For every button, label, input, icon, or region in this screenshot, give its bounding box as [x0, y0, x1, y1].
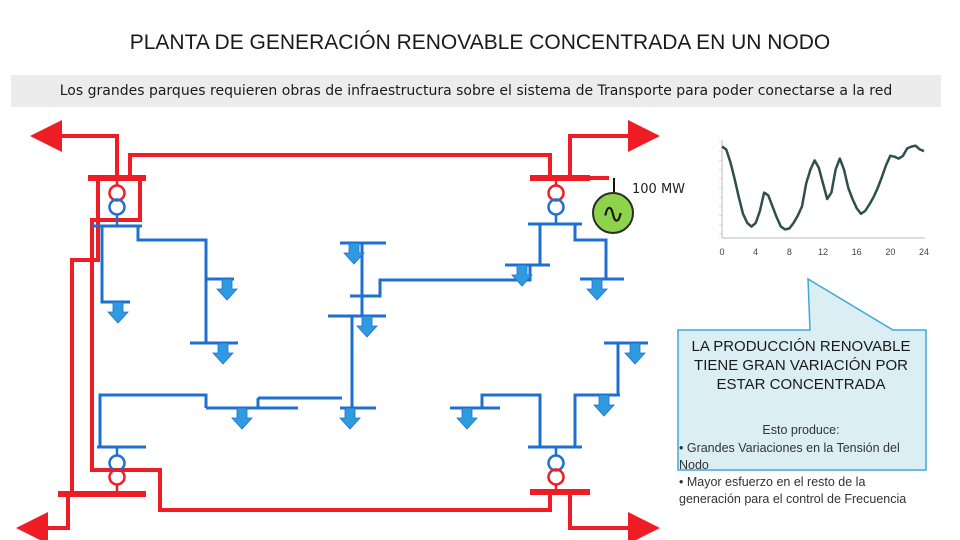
banner-text: Los grandes parques requieren obras de i…: [59, 83, 893, 99]
transformer-top-right: [547, 178, 565, 224]
load-arrow: [624, 342, 646, 365]
callout-bubble: [677, 277, 927, 471]
transformer-bottom-right: [547, 447, 565, 492]
chart-x-tick-label: 8: [787, 247, 792, 257]
generator: ∿: [592, 178, 634, 234]
transmission-network: [16, 120, 660, 540]
line-top-to-bottom-right: [90, 178, 552, 512]
chart-x-ticks: 0 4 8 12 16 20 24: [719, 247, 929, 257]
chart-series: [721, 144, 925, 231]
callout-bullet: • Grandes Variaciones en la Tensión del …: [679, 441, 900, 472]
load-arrow: [216, 278, 238, 301]
production-chart: 0 4 8 12 16 20 24: [719, 140, 929, 257]
chart-x-tick-label: 4: [753, 247, 758, 257]
transformer-bottom-left: [108, 447, 126, 494]
transformers: [108, 178, 565, 494]
callout-bullets: • Grandes Variaciones en la Tensión del …: [679, 440, 924, 508]
generator-capacity-label: 100 MW: [632, 182, 686, 197]
load-arrow: [511, 264, 533, 287]
load-arrow: [212, 342, 234, 365]
load-arrow: [231, 407, 253, 430]
chart-x-tick-label: 16: [852, 247, 862, 257]
generator-circle: [592, 192, 634, 234]
chart-x-tick-label: 24: [919, 247, 929, 257]
callout-bullet: • Mayor esfuerzo en el resto de la gener…: [679, 475, 907, 506]
load-arrow: [107, 301, 129, 324]
callout-subtitle: Esto produce:: [762, 423, 840, 437]
line-top-left-arrow: [30, 120, 119, 178]
transformer-top-left: [108, 178, 126, 226]
chart-series-line: [721, 144, 925, 231]
chart-x-tick-label: 20: [885, 247, 895, 257]
load-arrow: [339, 407, 361, 430]
load-arrows: [107, 242, 646, 430]
distribution-network: [92, 222, 648, 449]
line-top-to-top-right: [128, 153, 552, 178]
page-title: PLANTA DE GENERACIÓN RENOVABLE CONCENTRA…: [129, 31, 831, 54]
chart-x-tick-label: 12: [818, 247, 828, 257]
line-top-right-arrow: [568, 120, 660, 178]
load-arrow: [356, 315, 378, 338]
load-arrow: [343, 242, 365, 265]
generator-symbol: ∿: [601, 197, 624, 230]
chart-x-tick-label: 0: [719, 247, 724, 257]
load-arrow: [586, 278, 608, 301]
line-bottom-left-arrow: [16, 494, 70, 540]
callout-title: LA PRODUCCIÓN RENOVABLE TIENE GRAN VARIA…: [691, 338, 911, 393]
chart-y-ticks: [719, 141, 722, 235]
load-arrow: [593, 394, 615, 417]
load-arrow: [456, 407, 478, 430]
subtitle-banner: Los grandes parques requieren obras de i…: [11, 75, 941, 107]
line-bottom-right-arrow: [568, 492, 660, 540]
